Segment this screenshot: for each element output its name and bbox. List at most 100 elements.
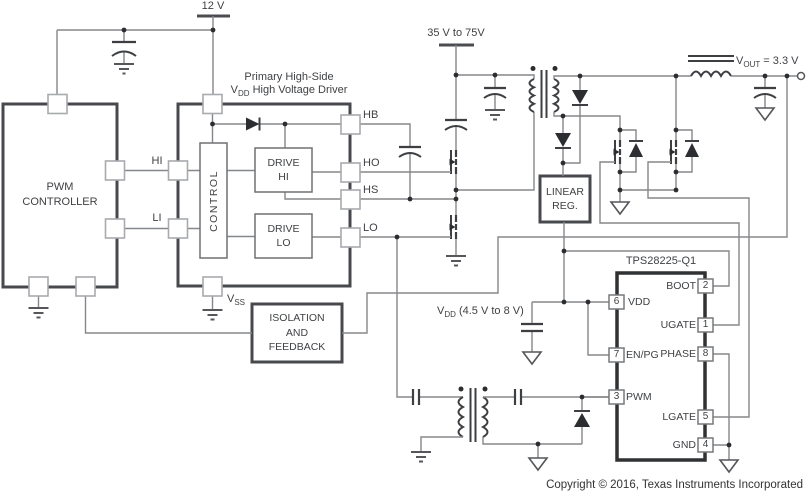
control-label: CONTROL — [207, 169, 220, 232]
pin-label-ho: HO — [363, 157, 380, 169]
junction-dots — [121, 27, 790, 448]
diode-d2 — [555, 116, 571, 176]
tps-wires — [582, 161, 750, 474]
secondary-rectifier-net — [521, 75, 730, 366]
t1-secondary-winding — [551, 78, 560, 113]
tps-pin-label-phase: PHASE — [660, 348, 696, 360]
body-diode-sr1 — [620, 129, 643, 173]
output-inductor — [690, 70, 732, 79]
dc-block-cap-curved-plate — [444, 125, 468, 131]
diode-d3 — [574, 397, 590, 444]
capacitor-c1-curved-plate — [111, 50, 137, 57]
tps-pin-label-pwm: PWM — [626, 391, 652, 403]
tps-pin-label-vdd: VDD — [628, 296, 651, 308]
driver-internals — [187, 113, 341, 321]
output-terminal — [796, 71, 806, 81]
earth-ground-12v — [114, 63, 134, 75]
pin-label-vss: VSS — [227, 293, 246, 308]
tps-pin-boxes — [608, 278, 714, 453]
tps-pin-label-enpg: EN/PG — [626, 349, 659, 361]
pwm-controller-block — [1, 102, 119, 289]
earth-ground-t2 — [411, 451, 431, 463]
t2-primary-polarity-dot — [458, 386, 464, 392]
t1-core — [540, 70, 548, 118]
enpg-wire — [587, 302, 609, 356]
diode-d1 — [563, 76, 588, 164]
earth-ground-input — [485, 109, 505, 121]
phase-gnd-wire — [713, 353, 730, 460]
tps28225-block — [615, 271, 707, 462]
input-rail-net — [439, 43, 535, 150]
copyright-text: Copyright © 2016, Texas Instruments Inco… — [546, 479, 803, 491]
secondary-top-rail — [553, 75, 691, 79]
tps-pin-label-boot: BOOT — [666, 280, 696, 292]
output-cap-curved-plate — [753, 93, 777, 99]
t1-primary-winding — [528, 78, 537, 113]
t2-secondary-winding — [480, 396, 489, 438]
t1-secondary-polarity-dot — [552, 66, 558, 71]
bootstrap-wire — [360, 123, 411, 199]
linear-reg-label: LINEAR REG. — [546, 186, 584, 212]
coupling-cap-secondary — [513, 389, 523, 405]
driver-title-line1: Primary High-Side — [244, 71, 334, 83]
t2-core — [469, 388, 477, 442]
feedback-wire-left — [84, 296, 252, 334]
lgate-wire — [647, 161, 750, 418]
bootstrap-cap-curved-plate — [398, 152, 422, 158]
t2-primary-winding — [457, 396, 466, 438]
half-bridge-wires — [360, 112, 535, 267]
pwm-controller-pins — [28, 93, 126, 297]
coupling-cap-primary — [411, 389, 421, 405]
triangle-ground-tps — [718, 459, 740, 474]
drive-hi-label: DRIVE HI — [267, 157, 300, 183]
label-vdd-bias: VDD (4.5 V to 8 V) — [437, 305, 524, 320]
diode-bootstrap-internal — [246, 117, 261, 131]
bulk-cap-curved-plate — [483, 93, 507, 99]
tps-pin-number-7: 7 — [613, 349, 620, 360]
pin-label-li: LI — [152, 212, 162, 224]
label-input-range: 35 V to 75V — [427, 27, 485, 39]
driver-title-line2: VDD High Voltage Driver — [230, 84, 348, 99]
control-box — [199, 142, 228, 259]
ugate-wire — [599, 161, 740, 326]
boot-wire — [564, 250, 730, 287]
gate-drive-net — [396, 237, 609, 472]
pwm-controller-label: PWM CONTROLLER — [22, 181, 98, 208]
earth-ground-bridge — [446, 255, 466, 267]
triangle-ground-sr — [609, 201, 631, 216]
pin-label-lo: LO — [363, 222, 378, 234]
driver-pins — [167, 93, 361, 297]
tps-pin-label-gnd: GND — [672, 439, 696, 451]
tps-pin-number-6: 6 — [613, 296, 620, 307]
triangle-ground-output — [754, 107, 776, 122]
tps-pin-label-lgate: LGATE — [662, 411, 696, 423]
tps-pin-number-1: 1 — [702, 319, 709, 330]
t1-primary-polarity-dot — [530, 66, 536, 71]
pwm-controller-wires — [28, 169, 252, 334]
tps-pin-label-ugate: UGATE — [660, 319, 696, 331]
pin-label-hs: HS — [363, 184, 379, 196]
mosfet-q2-low-side — [449, 215, 458, 239]
vout-sense-wire — [342, 76, 788, 334]
mosfet-sr1 — [613, 140, 622, 164]
drive-hi-box — [254, 147, 313, 193]
pin-label-hi: HI — [151, 155, 163, 167]
tps-pin-number-8: 8 — [702, 348, 709, 359]
triangle-ground-vdd — [521, 351, 543, 366]
isolation-feedback-label: ISOLATION AND FEEDBACK — [268, 312, 326, 353]
tps-pin-number-2: 2 — [702, 280, 709, 291]
earth-ground-pwm — [28, 307, 49, 319]
tps-pin-number-4: 4 — [702, 439, 709, 450]
drive-lo-label: DRIVE LO — [267, 223, 300, 249]
tps-pin-number-5: 5 — [702, 411, 709, 422]
earth-ground-vss — [202, 309, 223, 321]
transformer-t1 — [528, 66, 560, 118]
vdd-bypass-cap — [521, 322, 543, 333]
inductor-core — [688, 55, 734, 62]
tps-pin-number-3: 3 — [613, 391, 620, 402]
tps-title: TPS28225-Q1 — [625, 255, 697, 267]
pin-label-hb: HB — [363, 109, 379, 121]
label-12v: 12 V — [201, 0, 225, 12]
